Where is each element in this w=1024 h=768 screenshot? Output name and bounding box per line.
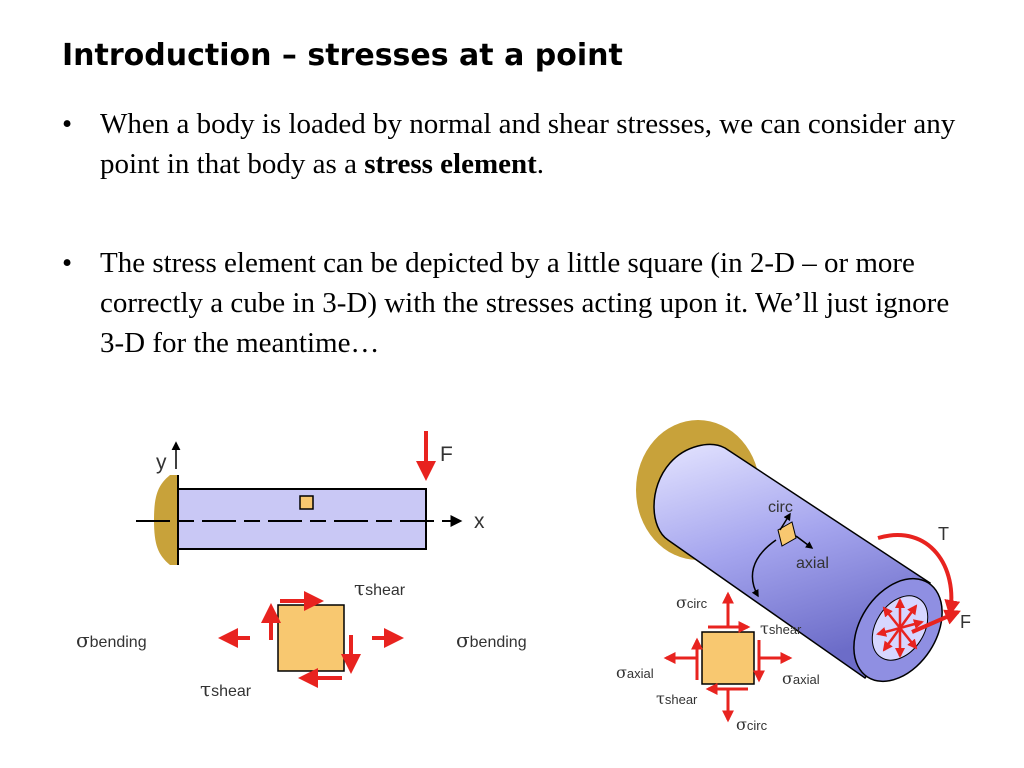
surface-element-marker [777, 521, 797, 547]
stress-element-square [701, 631, 755, 685]
bullet-text-end: . [536, 148, 545, 180]
tau-shear-top-label: τshear [760, 619, 802, 638]
y-axis-label: y [156, 451, 167, 474]
sigma-bending-right-label: σbending [456, 628, 527, 652]
torque-label: T [938, 524, 949, 544]
sigma-bending-left-label: σbending [76, 628, 147, 652]
sigma-axial-right-label: σaxial [782, 669, 820, 688]
tau-shear-top-label: τshear [354, 576, 406, 600]
bullet-marker: • [62, 108, 73, 140]
end-face-radial-arrows [876, 598, 924, 658]
sigma-circ-bottom-label: σcirc [736, 715, 768, 734]
force-label: F [960, 612, 971, 632]
shaft-figure: T F circ axial σcirc τshear σaxial σaxia… [616, 420, 971, 734]
beam-figure: x y F τshear τshear σbending σbending [76, 431, 527, 701]
bullet-item-square-element: • The stress element can be depicted by … [62, 243, 962, 363]
tau-shear-bottom-label: τshear [200, 677, 252, 701]
axial-direction-arrow [795, 535, 814, 549]
bullet-text: When a body is loaded by normal and shea… [100, 104, 962, 184]
x-axis-label: x [474, 510, 485, 533]
tau-shear-bottom-label: τshear [656, 689, 698, 708]
bullet-text: The stress element can be depicted by a … [100, 247, 950, 359]
slide-title: Introduction – stresses at a point [62, 38, 623, 73]
beam-stress-element-marker [299, 495, 314, 510]
force-label: F [440, 443, 453, 466]
axial-label: axial [796, 555, 829, 572]
torque-arrow [877, 533, 961, 617]
bullet-marker: • [62, 247, 73, 279]
sigma-axial-left-label: σaxial [616, 663, 654, 682]
stress-element-square [277, 604, 345, 672]
circ-direction-arrow [779, 512, 791, 531]
detail-leader-arrow [751, 539, 777, 598]
bullet-bold-term: stress element [364, 148, 537, 180]
bullet-text-part: When a body is loaded by normal and shea… [100, 108, 956, 180]
axial-force-arrow [911, 609, 961, 634]
circ-label: circ [768, 499, 793, 516]
sigma-circ-top-label: σcirc [676, 593, 708, 612]
bullet-item-stress-element: • When a body is loaded by normal and sh… [62, 104, 962, 184]
